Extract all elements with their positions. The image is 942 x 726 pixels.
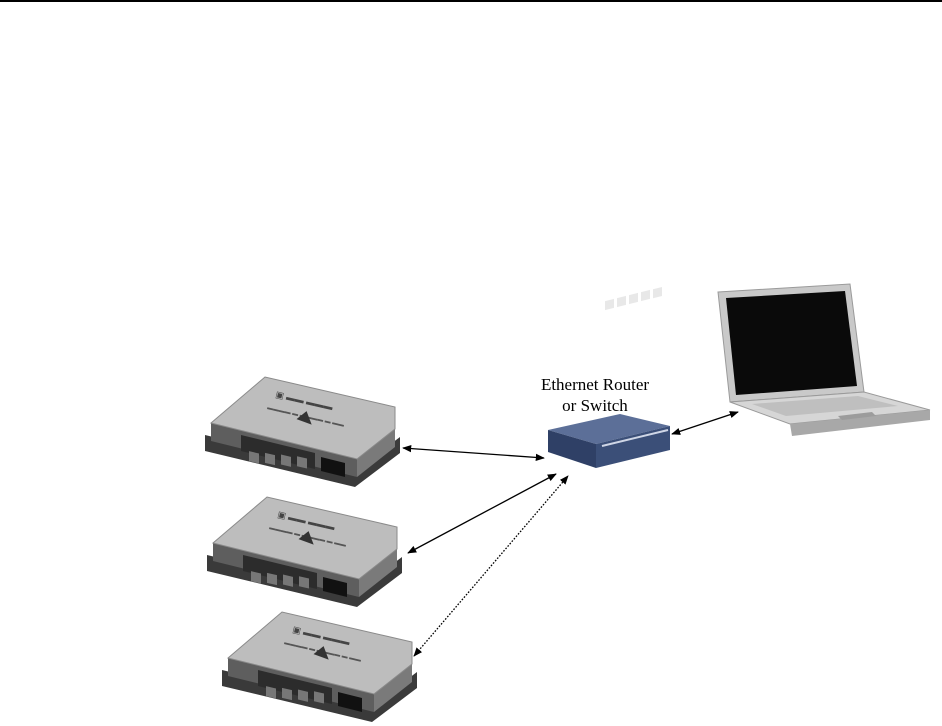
controller-2: [207, 497, 402, 607]
laptop-screen: [726, 291, 857, 395]
switch-port: [653, 287, 662, 298]
switch-label-line2: or Switch: [520, 395, 670, 416]
connection-arrow: [403, 448, 544, 458]
switch-label: Ethernet Router or Switch: [520, 374, 670, 416]
switch-label-line1: Ethernet Router: [520, 374, 670, 395]
controller-1: [205, 377, 400, 487]
switch-port: [629, 293, 638, 304]
connection-arrow: [414, 476, 568, 656]
switch-port: [617, 296, 626, 307]
connection-arrow: [672, 412, 738, 434]
switch-port: [641, 290, 650, 301]
switch-port: [605, 299, 614, 310]
connection-arrow: [408, 474, 556, 553]
controller-3: [222, 612, 417, 722]
laptop: [718, 284, 930, 436]
